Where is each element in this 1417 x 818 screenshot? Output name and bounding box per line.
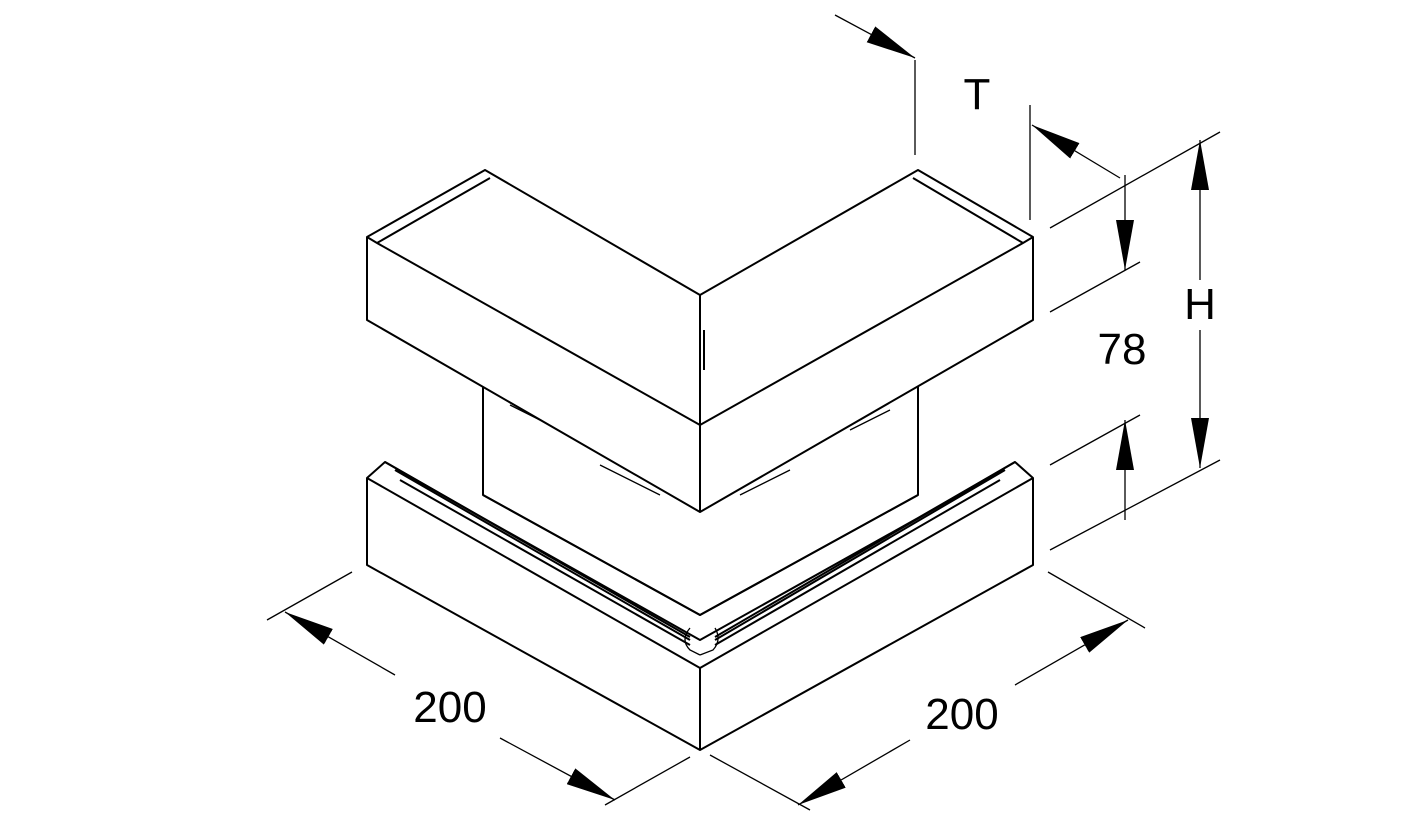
- dimension-78: [1049, 175, 1141, 520]
- dimension-left-200: [266, 571, 691, 806]
- base-tray: [366, 461, 1034, 751]
- thickness-label: T: [963, 70, 991, 119]
- dimension-h: [1049, 131, 1221, 551]
- right-length-label: 200: [925, 690, 999, 739]
- top-lid: [366, 169, 1034, 513]
- left-length-label: 200: [413, 683, 487, 732]
- dimension-t: [834, 14, 1121, 220]
- dimension-right-200: [709, 571, 1146, 811]
- inner-height-label: 78: [1097, 325, 1147, 374]
- height-label: H: [1180, 283, 1220, 327]
